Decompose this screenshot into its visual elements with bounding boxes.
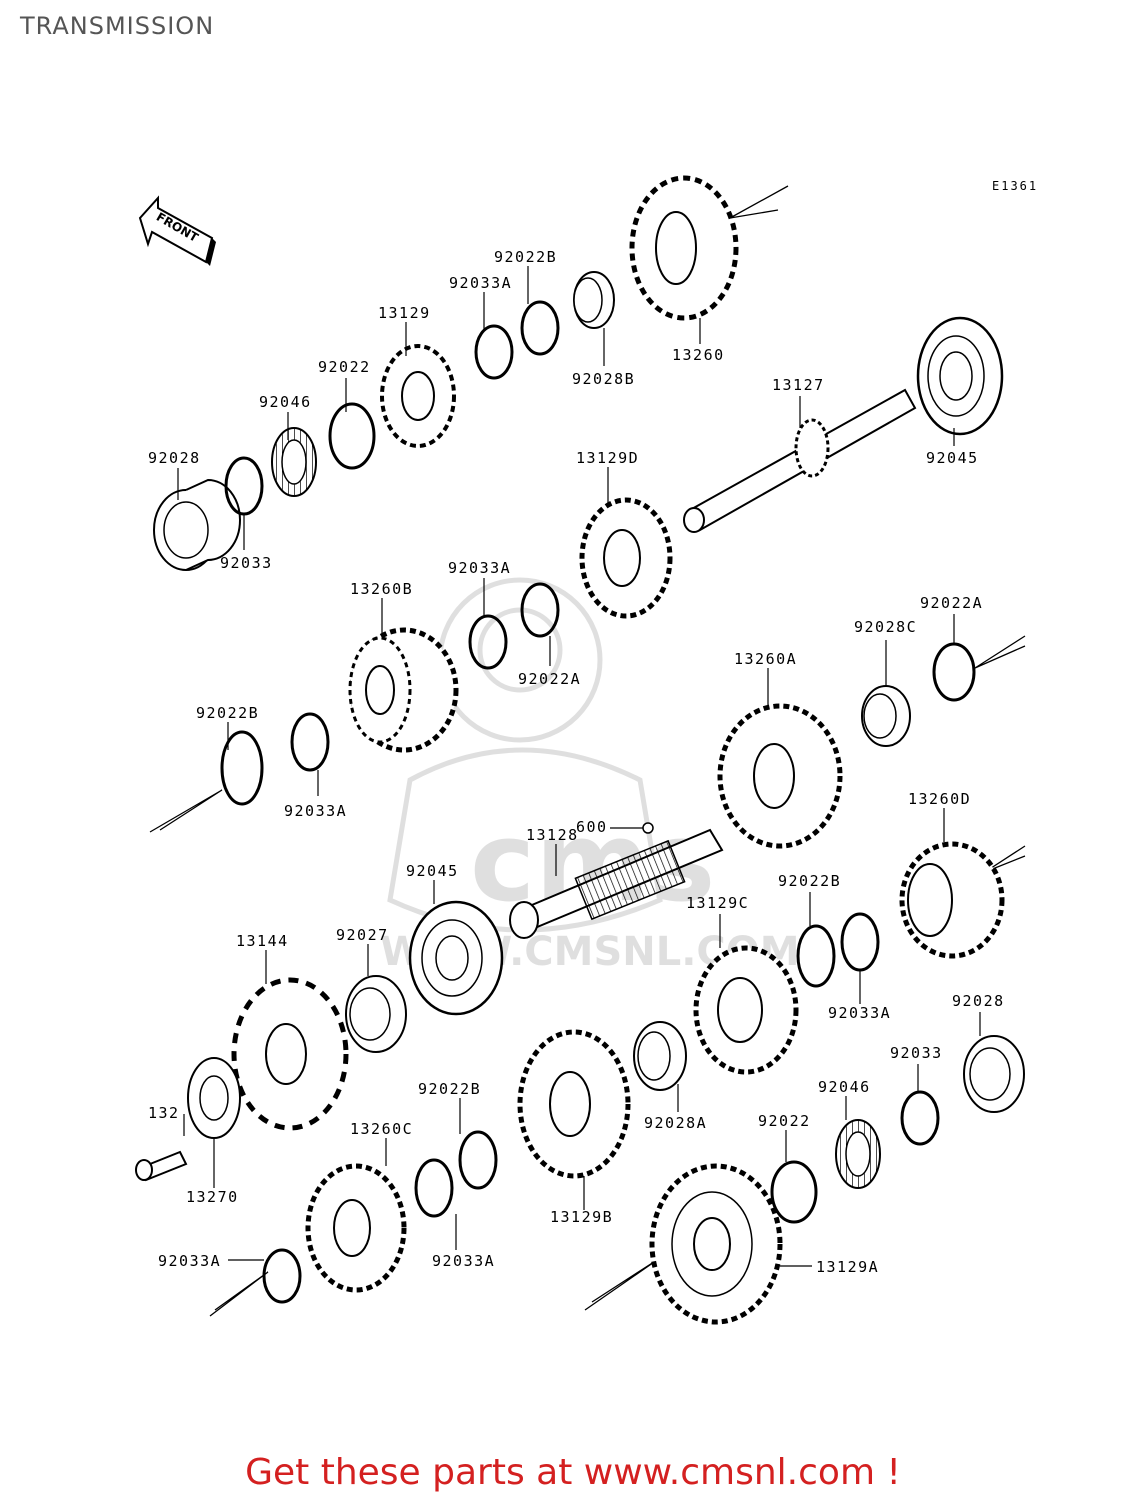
part-13260B-gear [348,627,459,753]
part-92033A-circlip-left [290,712,330,772]
callout-92045-top: 92045 [926,449,979,467]
part-13129D-gear [579,497,673,619]
callout-92022A-mid: 92022A [518,670,581,688]
callout-600: 600 [576,818,608,836]
part-13260A-gear [717,703,843,849]
page-title: TRANSMISSION [20,12,215,40]
part-13129-gear [380,344,456,448]
callout-92033-right: 92033 [890,1044,943,1062]
part-92028A-bushing [633,1021,687,1091]
callout-13127: 13127 [772,376,825,394]
callout-13260B: 13260B [350,580,413,598]
part-92022-washer [328,402,376,470]
callout-92022B-right: 92022B [778,872,841,890]
part-13260D-gear [899,841,1005,959]
part-92033A-circlip-top [474,324,514,380]
callout-92028B: 92028B [572,370,635,388]
part-13129B-gear [517,1029,631,1179]
callout-13129B: 13129B [550,1208,613,1226]
callout-92028-top: 92028 [148,449,201,467]
callout-92033A-left: 92033A [284,802,347,820]
footer-banner: Get these parts at www.cmsnl.com ! [0,1452,1146,1493]
transmission-exploded-diagram: cms WWW.CMSNL.COM E1361 FRONT [135,175,1038,1325]
part-92033A-circlip-mid [468,614,508,670]
leader-lines [177,266,981,1267]
callout-13129A: 13129A [816,1258,879,1276]
part-92028B-bushing [573,271,615,329]
part-92022B-washer-right [796,924,836,988]
callout-92028A: 92028A [644,1114,707,1132]
part-92028-collar [153,478,241,571]
part-92033A-circlip-low [414,1158,454,1218]
callout-92022B-left: 92022B [196,704,259,722]
front-arrow-icon: FRONT [138,195,216,266]
callout-13260A: 13260A [734,650,797,668]
callout-13144: 13144 [236,932,289,950]
callout-13260: 13260 [672,346,725,364]
part-92046-needle-bearing-right [835,1119,881,1189]
callout-92028C: 92028C [854,618,917,636]
part-92045-bearing-top [916,316,1004,436]
part-92022B-washer-left [220,730,264,806]
part-92022-washer-right [770,1160,818,1224]
callout-13260C: 13260C [350,1120,413,1138]
part-13128-input-shaft [509,828,724,939]
part-13270-lock-plate [187,1057,241,1139]
part-92022B-washer-low [458,1130,498,1190]
part-92033A-circlip-right [840,912,880,972]
part-600-ball [642,822,654,834]
part-132-bolt [135,1150,188,1182]
callout-92027: 92027 [336,926,389,944]
callout-92033A-top: 92033A [449,274,512,292]
callout-13260D: 13260D [908,790,971,808]
part-13260-gear [629,175,739,321]
diagram-code: E1361 [992,179,1038,193]
callout-92033A-mid: 92033A [448,559,511,577]
callout-92028-right: 92028 [952,992,1005,1010]
part-92033-circlip [224,456,264,516]
part-92028C-bushing [861,685,911,747]
callout-92033A-bottom: 92033A [158,1252,221,1270]
callout-92046-top: 92046 [259,393,312,411]
part-13144-sprocket [231,977,349,1131]
part-13260C-gear [305,1163,407,1293]
callout-13128: 13128 [526,826,579,844]
part-92046-needle-bearing [271,427,317,497]
callout-92022-top: 92022 [318,358,371,376]
callout-13129D: 13129D [576,449,639,467]
part-92033A-circlip-bottom [262,1248,302,1304]
callout-13129: 13129 [378,304,431,322]
part-13127-output-shaft [683,388,917,533]
callout-92033A-right: 92033A [828,1004,891,1022]
part-92033-circlip-right [900,1090,940,1146]
part-92028-collar-right [963,1035,1025,1113]
part-92022A-washer-mid [520,582,560,638]
callout-92022-right: 92022 [758,1112,811,1130]
callout-92022B-top: 92022B [494,248,557,266]
part-92022B-washer-top [520,300,560,356]
part-92045-bearing-mid [408,900,504,1016]
callout-132: 132 [148,1104,180,1122]
callout-92045-mid: 92045 [406,862,459,880]
part-13129A-gear [649,1163,783,1325]
callout-92022A-right: 92022A [920,594,983,612]
callout-92046-right: 92046 [818,1078,871,1096]
callout-labels: 92028 92033 92046 92022 13129 92033A 920… [148,248,1005,1276]
callout-13270: 13270 [186,1188,239,1206]
callout-13129C: 13129C [686,894,749,912]
callout-92033A-low: 92033A [432,1252,495,1270]
footer-link[interactable]: Get these parts at www.cmsnl.com ! [245,1452,901,1493]
callout-92022B-low: 92022B [418,1080,481,1098]
callout-92033-top: 92033 [220,554,273,572]
part-13129C-gear [693,945,799,1075]
part-92027-collar [345,975,407,1053]
part-92022A-washer-right [932,642,976,702]
